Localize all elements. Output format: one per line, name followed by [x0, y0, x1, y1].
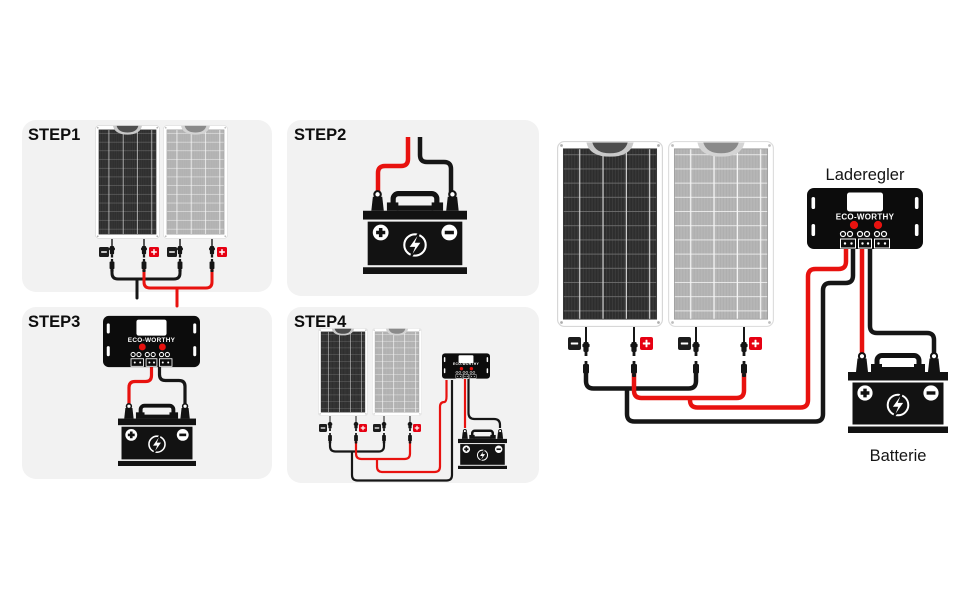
polarity-minus-badge: [678, 337, 691, 350]
polarity-plus-badge: [217, 247, 227, 257]
wire-positive-battery: [375, 137, 411, 195]
panel-lead-stubs: [111, 236, 213, 248]
wire-positive-to-controller: [687, 249, 849, 410]
wire-positive-link: [631, 373, 747, 401]
step4-diagram: ECO-WORTHY: [318, 328, 507, 482]
polarity-minus-badge: [167, 247, 177, 257]
step3-diagram: ECO-WORTHY: [103, 315, 200, 466]
panel-lead-stubs: [329, 414, 411, 423]
solar-panel-dark: [95, 125, 160, 239]
full-system-diagram: ECO-WORTHY Laderegler Batterie: [557, 141, 948, 465]
mc4-plug: [630, 342, 638, 356]
solar-panel-dark: [557, 141, 663, 327]
wire-negative-to-controller: [350, 380, 454, 482]
controller-brand-text: ECO-WORTHY: [128, 337, 176, 344]
wire-negative-link: [583, 373, 699, 391]
charge-controller: [442, 353, 490, 379]
step2-title: STEP2: [294, 126, 346, 144]
wire-negative-to-controller: [624, 249, 856, 424]
controller-brand-text: ECO-WORTHY: [836, 213, 895, 222]
wire-positive-to-controller: [375, 380, 448, 474]
wire-positive-link: [354, 441, 412, 461]
polarity-minus-badge: [373, 424, 381, 432]
wire-negative-battery: [157, 367, 187, 404]
wire-negative-battery: [417, 137, 454, 195]
polarity-plus-badge: [640, 337, 653, 350]
polarity-plus-badge: [749, 337, 762, 350]
solar-panel-light: [372, 328, 422, 416]
polarity-minus-badge: [319, 424, 327, 432]
solar-panel-light: [668, 141, 774, 327]
wire-negative-battery: [467, 379, 502, 428]
polarity-plus-badge: [413, 424, 421, 432]
polarity-plus-badge: [149, 247, 159, 257]
mc4-plug: [740, 342, 748, 356]
polarity-plus-badge: [359, 424, 367, 432]
controller-brand-text: ECO-WORTHY: [453, 362, 479, 366]
step1-title: STEP1: [28, 126, 80, 144]
laderegler-label: Laderegler: [826, 166, 905, 184]
batterie-label: Batterie: [870, 447, 927, 465]
step1-diagram: [95, 125, 228, 308]
panel-lead-stubs: [585, 325, 745, 344]
mc4-plug: [692, 342, 700, 356]
step4-title: STEP4: [294, 313, 347, 331]
polarity-minus-badge: [568, 337, 581, 350]
step3-card: [22, 307, 272, 479]
wire-positive-battery: [127, 367, 154, 404]
solar-panel-dark: [318, 328, 368, 416]
solar-panel-light: [163, 125, 228, 239]
wire-negative-battery: [867, 249, 937, 353]
mc4-plug: [582, 342, 590, 356]
wire-negative-link: [110, 268, 182, 281]
polarity-minus-badge: [99, 247, 109, 257]
battery: [848, 353, 948, 433]
step2-diagram: [363, 137, 467, 274]
step3-title: STEP3: [28, 313, 80, 331]
